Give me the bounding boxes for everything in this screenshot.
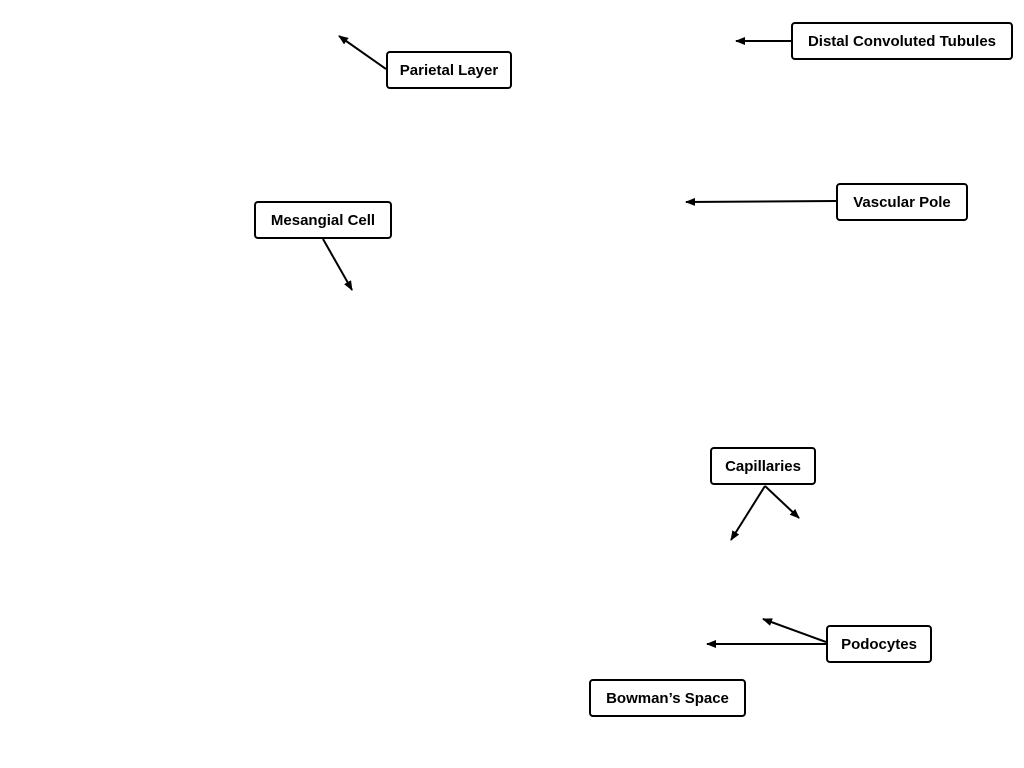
vascular-pole-label: Vascular Pole [836, 183, 968, 221]
parietal-layer-label: Parietal Layer [386, 51, 512, 89]
capillaries-label: Capillaries [710, 447, 816, 485]
podocytes-label: Podocytes [826, 625, 932, 663]
capillaries-arrow-right [764, 485, 800, 519]
distal-convoluted-tubules-label: Distal Convoluted Tubules [791, 22, 1013, 60]
mesangial-cell-label: Mesangial Cell [254, 201, 392, 239]
bowmans-space-label: Bowman’s Space [589, 679, 746, 717]
vascular-pole-arrow [685, 197, 837, 206]
parietal-layer-arrow [338, 35, 387, 70]
mesangial-cell-arrow [322, 238, 353, 291]
capillaries-arrow-left [730, 485, 766, 541]
podocytes-arrow-upper [762, 618, 827, 643]
